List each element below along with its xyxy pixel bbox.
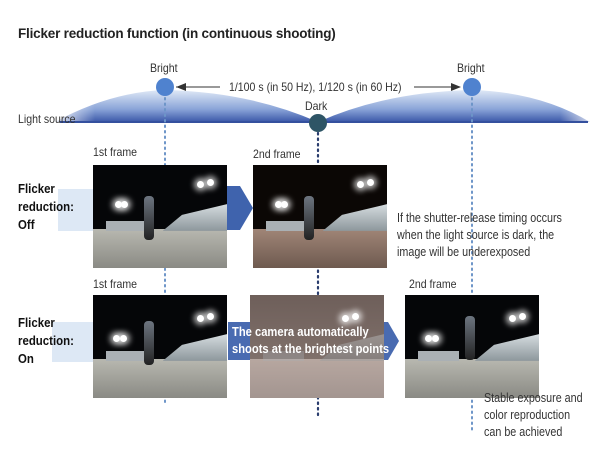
arrowhead-right-icon [451, 83, 461, 91]
bmx-rider [143, 195, 154, 240]
diagram-title: Flicker reduction function (in continuou… [18, 26, 336, 41]
lamp-light [275, 201, 282, 208]
off-label-band [58, 189, 94, 231]
on-label-band [52, 322, 94, 362]
off-frame2-photo-underexposed [253, 165, 387, 268]
on-banner-text: The camera automatically shoots at the b… [232, 323, 389, 357]
off-note: If the shutter-release timing occurs whe… [397, 210, 562, 261]
bmx-rider [465, 315, 476, 360]
note-line: If the shutter-release timing occurs [397, 211, 562, 225]
label-line: Flicker [18, 315, 55, 330]
off-arrow [227, 186, 253, 230]
note-line: when the light source is dark, the [397, 228, 555, 242]
photo-ground [405, 358, 539, 398]
lamp-light [342, 315, 349, 322]
lamp-light [207, 179, 214, 186]
lamp-light [432, 335, 439, 342]
lamp-light [207, 313, 214, 320]
lamp-light [197, 315, 204, 322]
photo-ramp [162, 334, 227, 361]
on-frame2-label: 2nd frame [409, 277, 457, 291]
photo-ramp [162, 204, 227, 231]
on-frame1-label: 1st frame [93, 277, 138, 291]
arrowhead-left-icon [176, 83, 186, 91]
label-line: On [18, 351, 34, 366]
note-line: image will be underexposed [397, 245, 531, 259]
lamp-light [115, 201, 122, 208]
photo-ground [250, 358, 384, 398]
label-line: reduction: [18, 199, 74, 214]
flicker-off-label: Flicker reduction: Off [18, 180, 74, 234]
light-source-label: Light source [18, 112, 76, 126]
lamp-light [519, 313, 526, 320]
bright-right-label: Bright [457, 61, 485, 75]
note-line: Stable exposure and [484, 391, 583, 405]
photo-ledge [418, 350, 459, 361]
banner-line: shoots at the brightest points [232, 341, 390, 356]
photo-ground [253, 228, 387, 268]
off-frame1-label: 1st frame [93, 145, 138, 159]
lamp-light [197, 181, 204, 188]
label-line: reduction: [18, 333, 74, 348]
lamp-light [357, 181, 364, 188]
off-frame1-photo [93, 165, 227, 268]
lamp-light [425, 335, 432, 342]
bright-point-right [463, 78, 481, 96]
photo-ledge [106, 350, 147, 361]
wave-fade-left [50, 85, 95, 125]
on-skipped-frame-photo [250, 295, 384, 398]
photo-ramp [474, 334, 539, 361]
photo-ledge [263, 350, 304, 361]
on-frame1-photo [93, 295, 227, 398]
lamp-light [281, 201, 288, 208]
lamp-light [509, 315, 516, 322]
photo-ramp [322, 204, 387, 231]
bright-point-left [156, 78, 174, 96]
on-note: Stable exposure and color reproduction c… [484, 390, 583, 441]
bmx-rider [303, 195, 314, 240]
period-label: 1/100 s (in 50 Hz), 1/120 s (in 60 Hz) [229, 80, 402, 94]
photo-ground [93, 358, 227, 398]
wave-fade-right [560, 85, 600, 125]
label-line: Off [18, 217, 35, 232]
lamp-light [352, 313, 359, 320]
lamp-light [121, 201, 128, 208]
photo-ground [93, 228, 227, 268]
lamp-light [120, 335, 127, 342]
on-frame2-photo [405, 295, 539, 398]
flicker-on-label: Flicker reduction: On [18, 314, 74, 368]
light-wave [55, 90, 590, 122]
off-frame2-label: 2nd frame [253, 147, 301, 161]
dark-label: Dark [305, 99, 328, 113]
photo-ledge [266, 220, 307, 231]
lamp-light [367, 179, 374, 186]
bmx-rider [143, 320, 154, 365]
dark-point [309, 114, 327, 132]
bright-left-label: Bright [150, 61, 178, 75]
photo-ledge [106, 220, 147, 231]
banner-line: The camera automatically [232, 324, 369, 339]
note-line: color reproduction [484, 408, 571, 422]
note-line: can be achieved [484, 425, 563, 439]
lamp-light [113, 335, 120, 342]
label-line: Flicker [18, 181, 55, 196]
